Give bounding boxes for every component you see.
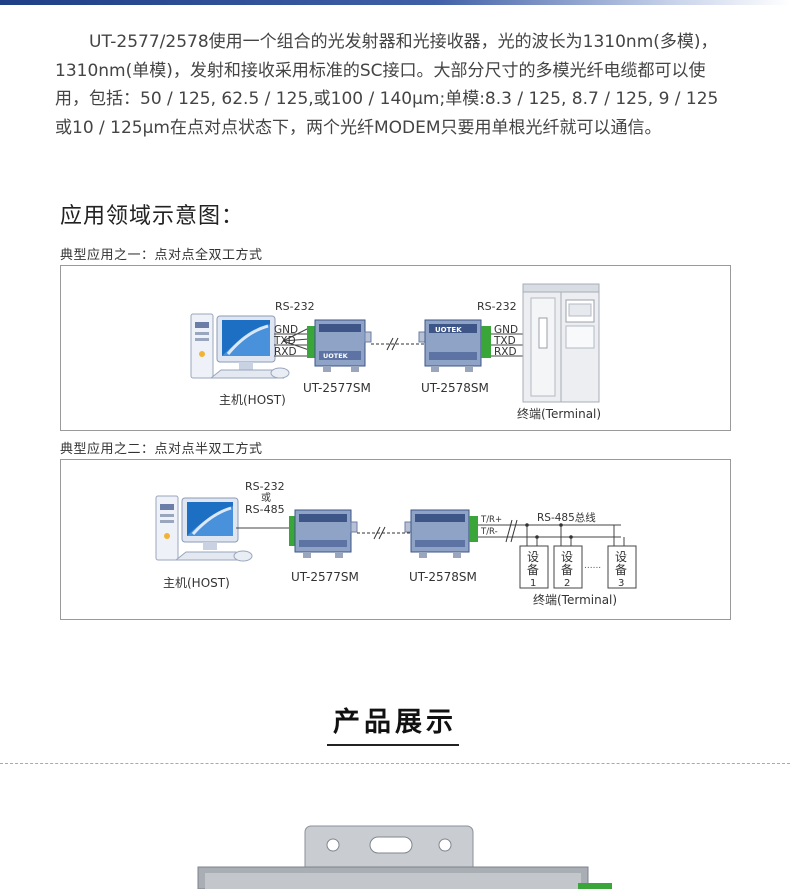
diagram-half-duplex: 主机(HOST) RS-232 或 RS-485 UT-2577SM — [60, 459, 731, 620]
brand-label-right: UOTEK — [435, 326, 462, 334]
converter-device-left — [289, 509, 358, 558]
section-title: 应用领域示意图： — [60, 204, 245, 229]
converter-device-right: UOTEK — [418, 319, 491, 372]
device-right-label: UT-2578SM — [421, 381, 489, 395]
pin-tr-plus: T/R+ — [480, 515, 502, 525]
case2-label: 典型应用之二：点对点半双工方式 — [60, 442, 263, 457]
brand-label-left: UOTEK — [323, 352, 349, 360]
converter-device-left: UOTEK — [307, 319, 372, 372]
or-label: 或 — [261, 492, 271, 504]
rs232-right-label: RS-232 — [477, 300, 517, 313]
device3-char2: 备 — [615, 563, 627, 577]
terminal-cabinet-icon — [522, 283, 600, 403]
diagram-half-duplex-svg: 主机(HOST) RS-232 或 RS-485 UT-2577SM — [155, 480, 637, 607]
product-photo — [197, 825, 612, 889]
device2-char2: 备 — [561, 563, 573, 577]
device-box-3: 设 备 3 — [607, 545, 637, 589]
device-right-label: UT-2578SM — [409, 570, 477, 584]
section-divider — [0, 763, 790, 764]
rs232-label: RS-232 — [245, 480, 285, 493]
pin-gnd-right: GND — [494, 324, 518, 336]
host-computer-icon — [155, 495, 253, 562]
terminal-label: 终端(Terminal) — [517, 406, 601, 421]
device2-number: 2 — [564, 578, 570, 589]
device3-number: 3 — [618, 578, 624, 589]
host-label: 主机(HOST) — [163, 576, 230, 590]
device-box-1: 设 备 1 — [519, 545, 549, 589]
pin-rxd-left: RXD — [274, 346, 297, 358]
device2-char1: 设 — [561, 550, 573, 564]
pin-tr-minus: T/R- — [480, 527, 498, 537]
product-section-title: 产品展示 — [333, 707, 457, 738]
product-title-underline — [327, 744, 459, 746]
converter-device-right — [404, 509, 478, 558]
device-left-label: UT-2577SM — [291, 570, 359, 584]
terminal-label: 终端(Terminal) — [533, 592, 617, 607]
case1-label: 典型应用之一：点对点全双工方式 — [60, 248, 263, 263]
pin-rxd-right: RXD — [494, 346, 517, 358]
rs232-left-label: RS-232 — [275, 300, 315, 313]
device-box-2: 设 备 2 — [553, 545, 583, 589]
pin-txd-left: TXD — [273, 335, 296, 347]
host-label: 主机(HOST) — [219, 393, 286, 407]
device1-number: 1 — [530, 578, 536, 589]
device3-char1: 设 — [615, 550, 627, 564]
diagram-full-duplex-svg: 主机(HOST) RS-232 GND TXD RXD UOTEK UT-257… — [190, 283, 601, 421]
device-left-label: UT-2577SM — [303, 381, 371, 395]
bus-label: RS-485总线 — [537, 511, 596, 524]
device1-char1: 设 — [527, 550, 539, 564]
pin-txd-right: TXD — [493, 335, 516, 347]
rs485-label: RS-485 — [245, 503, 285, 516]
device-ellipsis: ...... — [584, 561, 601, 571]
intro-paragraph: UT-2577/2578使用一个组合的光发射器和光接收器，光的波长为1310nm… — [55, 32, 719, 138]
diagram-full-duplex: 主机(HOST) RS-232 GND TXD RXD UOTEK UT-257… — [60, 265, 731, 431]
device1-char2: 备 — [527, 563, 539, 577]
host-computer-icon — [190, 313, 290, 379]
top-accent-bar — [0, 0, 790, 5]
pin-gnd-left: GND — [274, 324, 298, 336]
